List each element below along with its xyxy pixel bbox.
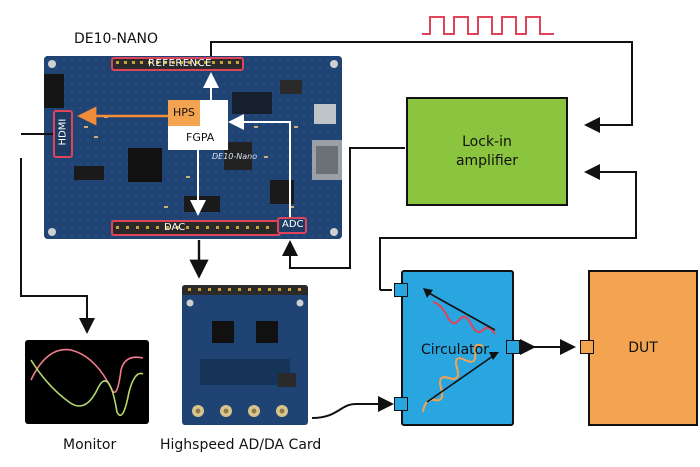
circulator: Circulator	[401, 270, 514, 426]
adda-card	[182, 285, 308, 425]
square-wave-signal	[422, 16, 554, 35]
circulator-port-bottom	[394, 397, 408, 411]
hdmi-highlight	[53, 110, 73, 158]
monitor-traces	[30, 348, 144, 417]
adc-highlight	[277, 217, 307, 234]
card-to-circulator-line	[311, 396, 394, 419]
reference-line	[210, 41, 633, 133]
lockin-to-adc-line	[282, 147, 405, 269]
reference-highlight	[111, 57, 244, 71]
hdmi-to-monitor-line	[20, 158, 95, 334]
dut-label: DUT	[628, 340, 658, 356]
adda-card-label: Highspeed AD/DA Card	[160, 437, 322, 453]
lockin-label-line2: amplifier	[455, 153, 519, 169]
monitor-screen	[25, 340, 149, 424]
adc-to-fpga-arrow	[228, 114, 291, 217]
adc-label: ADC	[282, 219, 304, 230]
monitor-label: Monitor	[63, 437, 117, 453]
lockin-amplifier: Lock-in amplifier	[406, 97, 568, 206]
circulator-port-right	[506, 340, 520, 354]
circulator-label: Circulator	[421, 342, 489, 358]
dut-port	[580, 340, 594, 354]
dac-label: DAC	[164, 222, 186, 233]
circulator-waves	[422, 288, 499, 413]
dut: DUT	[588, 270, 698, 426]
hps-fpga-block: HPS FGPA	[168, 100, 228, 150]
reference-label: REFERENCE	[148, 58, 212, 69]
board-title: DE10-NANO	[74, 31, 159, 47]
hps-label: HPS	[173, 106, 195, 119]
hps-block	[168, 100, 200, 126]
circulator-to-lockin-line	[379, 164, 637, 290]
circulator-port-top	[394, 283, 408, 297]
adda-card-artwork	[182, 285, 308, 417]
fpga-label: FGPA	[186, 131, 215, 144]
board-silkscreen: DE10-Nano	[212, 152, 258, 161]
lockin-label-line1: Lock-in	[462, 134, 512, 150]
